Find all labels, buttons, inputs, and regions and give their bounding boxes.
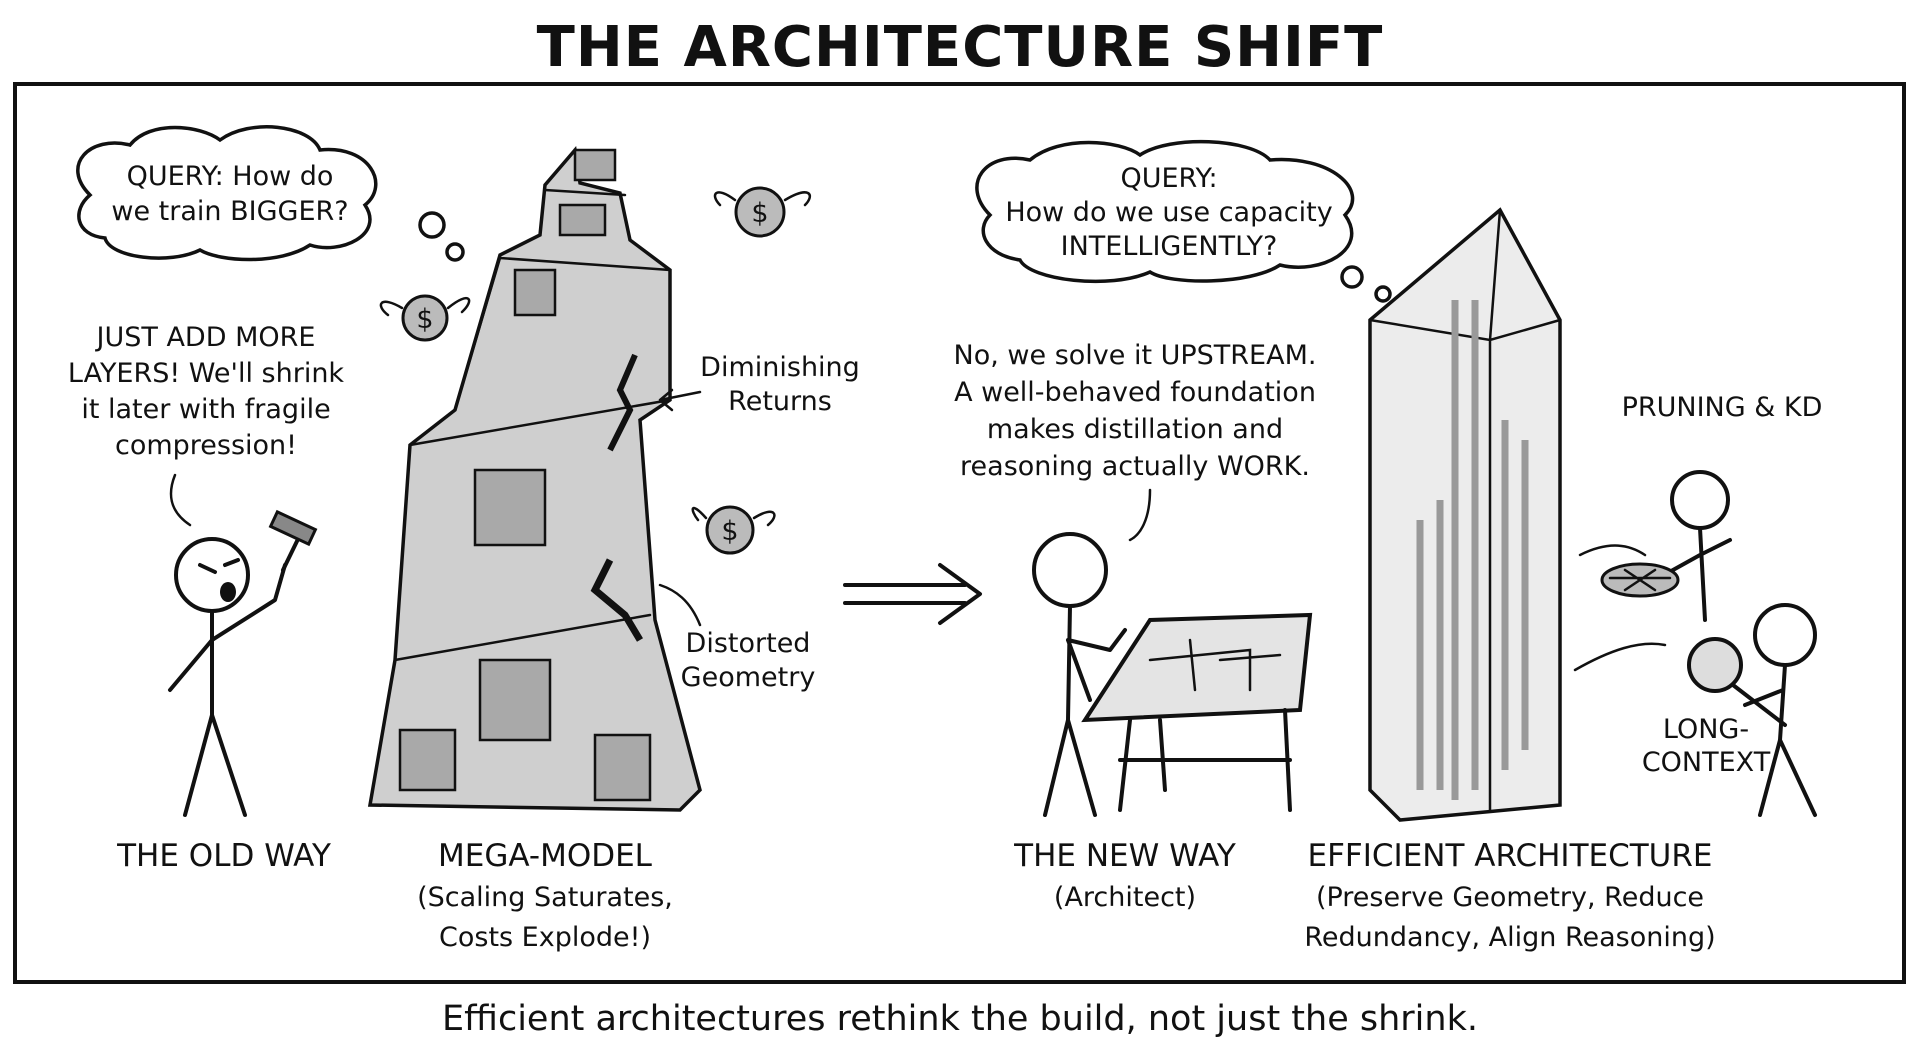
thought-line: we train BIGGER?	[111, 196, 348, 227]
panel-frame	[13, 82, 1906, 984]
annotation-line: Geometry	[681, 662, 816, 693]
speech-line: makes distillation and	[987, 414, 1283, 445]
comic-caption: Efficient architectures rethink the buil…	[442, 999, 1478, 1039]
thought-bubble-new: QUERY: How do we use capacity INTELLIGEN…	[975, 139, 1392, 303]
flying-money-bags: $ $ $	[379, 186, 811, 555]
arrow-right-icon	[843, 563, 982, 625]
label-line: (Scaling Saturates,	[417, 882, 673, 913]
dollar-sign: $	[751, 198, 768, 229]
label-line: MEGA-MODEL	[438, 838, 653, 874]
new-way-label: THE NEW WAY (Architect)	[1013, 838, 1236, 913]
speech-line: it later with fragile	[81, 394, 330, 425]
stick-figure-pruning	[1578, 470, 1732, 622]
thought-line: QUERY: How do	[127, 161, 334, 192]
stick-figure-long-context	[1573, 603, 1817, 817]
annotation-line: Diminishing	[700, 352, 860, 383]
label-line: (Preserve Geometry, Reduce	[1316, 882, 1704, 913]
annotation-distorted-geometry: Distorted Geometry	[658, 583, 816, 693]
efficient-architecture-label: EFFICIENT ARCHITECTURE (Preserve Geometr…	[1304, 838, 1715, 953]
speech-line: JUST ADD MORE	[95, 322, 316, 353]
label-line: LONG-	[1663, 714, 1749, 745]
drafting-table	[1081, 612, 1313, 812]
speech-old-way: JUST ADD MORE LAYERS! We'll shrink it la…	[68, 322, 345, 527]
stick-figure-architect	[1032, 532, 1127, 817]
mega-model-label: MEGA-MODEL (Scaling Saturates, Costs Exp…	[417, 838, 673, 953]
sieve-icon	[1600, 562, 1680, 598]
hammer-icon	[268, 509, 318, 572]
mega-model-tower	[367, 145, 702, 812]
label-line: Costs Explode!)	[439, 922, 651, 953]
speech-new-way: No, we solve it UPSTREAM. A well-behaved…	[954, 340, 1317, 542]
speech-line: compression!	[115, 430, 297, 461]
pruning-kd-label: PRUNING & KD	[1622, 392, 1823, 423]
label-line: THE NEW WAY	[1013, 838, 1236, 874]
speech-line: LAYERS! We'll shrink	[68, 358, 345, 389]
label-line: (Architect)	[1054, 882, 1196, 913]
thought-line: INTELLIGENTLY?	[1061, 231, 1278, 262]
thought-bubble-old: QUERY: How do we train BIGGER?	[76, 125, 465, 262]
speech-line: A well-behaved foundation	[954, 377, 1316, 408]
old-way-label: THE OLD WAY	[116, 838, 331, 874]
speech-line: reasoning actually WORK.	[960, 451, 1310, 482]
label-line: EFFICIENT ARCHITECTURE	[1308, 838, 1713, 874]
label-line: CONTEXT	[1642, 747, 1771, 778]
annotation-line: Distorted	[686, 628, 811, 659]
money-bag-icon: $	[379, 294, 471, 342]
money-bag-icon: $	[691, 505, 776, 555]
magnifying-glass-icon	[1687, 637, 1787, 727]
annotation-line: Returns	[728, 386, 832, 417]
label-line: Redundancy, Align Reasoning)	[1304, 922, 1715, 953]
stick-figure-old-way	[168, 509, 318, 817]
thought-line: How do we use capacity	[1005, 197, 1332, 228]
efficient-architecture-obelisk	[1368, 207, 1562, 822]
dollar-sign: $	[416, 304, 433, 335]
dollar-sign: $	[721, 516, 738, 547]
annotation-diminishing-returns: Diminishing Returns	[658, 352, 860, 417]
thought-line: QUERY:	[1120, 163, 1217, 194]
comic-title: THE ARCHITECTURE SHIFT	[537, 15, 1384, 80]
money-bag-icon: $	[713, 186, 811, 238]
speech-line: No, we solve it UPSTREAM.	[954, 340, 1317, 371]
long-context-label: LONG- CONTEXT	[1642, 714, 1771, 778]
